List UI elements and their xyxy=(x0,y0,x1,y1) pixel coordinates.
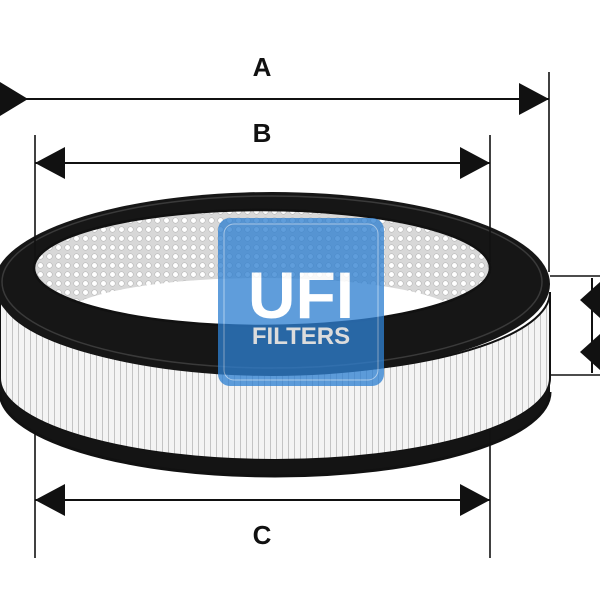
bottom-gasket xyxy=(0,378,552,478)
arrowhead-c-left xyxy=(35,484,65,516)
arrowhead-a-right xyxy=(519,83,549,115)
extension-lines xyxy=(34,72,600,558)
arrowhead-h-top xyxy=(580,282,600,318)
watermark-subtitle: FILTERS xyxy=(252,323,350,350)
arrowhead-b-left xyxy=(35,147,65,179)
dimension-a: A xyxy=(0,52,549,116)
dimension-b: B xyxy=(35,118,490,179)
arrowhead-c-right xyxy=(460,484,490,516)
dimension-label-c: C xyxy=(253,520,272,550)
ufi-watermark: UFI FILTERS xyxy=(218,218,384,386)
arrowhead-a-left xyxy=(0,82,28,116)
dimension-label-b: B xyxy=(253,118,272,148)
dimension-h: H xyxy=(580,278,600,373)
watermark-brand: UFI xyxy=(248,258,354,332)
dimension-label-a: A xyxy=(253,52,272,82)
arrowhead-b-right xyxy=(460,147,490,179)
dimension-c: C xyxy=(35,484,490,550)
arrowhead-h-bottom xyxy=(580,334,600,370)
